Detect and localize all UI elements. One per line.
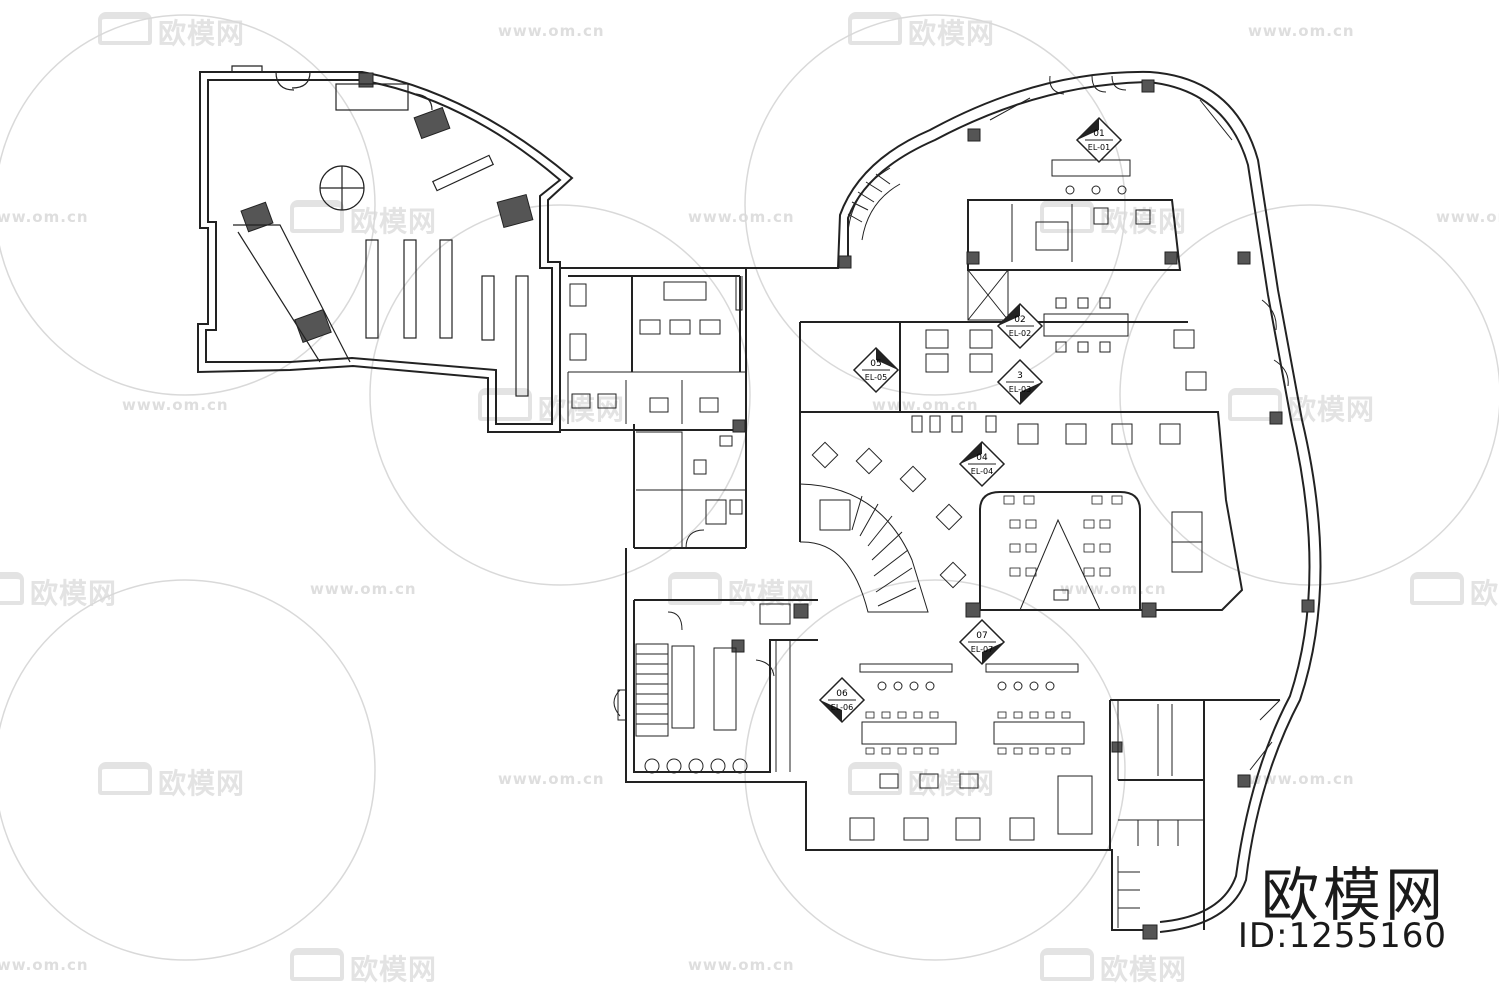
elevation-tag-04-ref: EL-04 [971, 467, 993, 476]
watermark-url: www.om.cn [310, 580, 417, 598]
sofa-logo-icon [290, 948, 344, 981]
watermark-logo: 欧模网 [848, 762, 995, 802]
left-wing-inner-wall [205, 79, 562, 425]
watermark-url: www.om.cn [498, 770, 605, 788]
watermark-arcs [0, 14, 1499, 961]
stair-flight [635, 643, 669, 737]
watermark-url: www.om.cn [122, 396, 229, 414]
elevation-tag-02-number: 02 [1014, 315, 1025, 325]
sofa-logo-icon [1040, 200, 1094, 233]
elevation-tag-05: 05 EL-05 [852, 346, 900, 394]
chairs [865, 495, 1123, 755]
watermark-logo: 欧模网 [290, 200, 437, 240]
elevation-tag-07-ref: EL-07 [971, 645, 993, 654]
elevation-tag-03-number: 3 [1017, 371, 1023, 381]
elevation-tag-07: 07 EL-07 [958, 618, 1006, 666]
elevation-tag-02-ref: EL-02 [1009, 329, 1031, 338]
watermark-url: www.om.cn [1248, 770, 1355, 788]
central-corridor-wall [633, 424, 747, 549]
sofa-logo-icon [848, 12, 902, 45]
left-wing-interior [231, 65, 529, 397]
watermark-logo: 欧模网 [1040, 948, 1187, 988]
watermark-logo: 欧模网 [1410, 572, 1499, 612]
elevation-tag-07-number: 07 [976, 631, 987, 641]
elevation-tag-06-ref: EL-06 [831, 703, 853, 712]
elevation-tag-03-ref: EL-03 [1009, 385, 1031, 394]
display-rack [403, 239, 417, 339]
east-interior [799, 75, 1289, 928]
watermark-logo: 欧模网 [848, 12, 995, 52]
watermark-url: www.om.cn [498, 22, 605, 40]
watermark-logo: 欧模网 [1228, 388, 1375, 428]
display-rack [439, 239, 453, 339]
watermark-url: www.om.cn [1248, 22, 1355, 40]
left-wing-outer-wall [197, 71, 574, 433]
elevation-tag-01-ref: EL-01 [1088, 143, 1110, 152]
sofa-logo-icon [668, 572, 722, 605]
watermark-url: www.om.cn [688, 956, 795, 974]
elevation-tag-03: 3 EL-03 [996, 358, 1044, 406]
watermark-url: www.om.cn [0, 956, 89, 974]
sofa-logo-icon [0, 572, 24, 605]
sofa-logo-icon [1410, 572, 1464, 605]
sofa-logo-icon [98, 12, 152, 45]
display-rack [515, 275, 529, 397]
corner-brand-name: 欧模网 [1260, 861, 1447, 929]
watermark-url: www.om.cn [1436, 208, 1499, 226]
elevation-tag-06-number: 06 [836, 689, 848, 699]
east-building-outer-wall [560, 70, 1322, 933]
core-block-wall [967, 199, 1182, 271]
curved-stair [799, 483, 929, 613]
structural-columns [240, 72, 1315, 940]
kitchen-area [613, 603, 791, 774]
reception-counter [335, 83, 409, 111]
sofa-logo-icon [290, 200, 344, 233]
watermark-url: www.om.cn [0, 208, 89, 226]
display-rack [365, 239, 379, 339]
elevation-tags: 01 EL-01 02 EL-02 3 EL-03 04 EL-04 [818, 116, 1123, 724]
elevation-tag-01-number: 01 [1093, 129, 1104, 139]
sofa-logo-icon [1228, 388, 1282, 421]
lower-west-block-wall [625, 548, 1150, 931]
watermark-url: www.om.cn [688, 208, 795, 226]
spiral-stair [847, 167, 901, 241]
elevation-tag-05-ref: EL-05 [865, 373, 887, 382]
elevation-tag-05-number: 05 [870, 359, 881, 369]
sofa-logo-icon [98, 762, 152, 795]
elevation-tag-01: 01 EL-01 [1075, 116, 1123, 164]
display-rack [481, 275, 495, 341]
watermark-logo: 欧模网 [0, 572, 117, 612]
elevation-tag-06: 06 EL-06 [818, 676, 866, 724]
sofa-logo-icon [848, 762, 902, 795]
elevation-tag-04: 04 EL-04 [958, 440, 1006, 488]
watermark-logo: 欧模网 [98, 762, 245, 802]
corner-brand-id: ID:1255160 [1237, 916, 1447, 956]
elevation-tag-02: 02 EL-02 [996, 302, 1044, 350]
watermark-url: www.om.cn [872, 396, 979, 414]
east-building-inner-wall [847, 80, 1311, 923]
sofa-logo-icon [478, 388, 532, 421]
watermark-logo: 欧模网 [290, 948, 437, 988]
connector-offices [567, 276, 746, 549]
watermark-logo: 欧模网 [98, 12, 245, 52]
elevation-tag-04-number: 04 [976, 453, 988, 463]
sofa-logo-icon [1040, 948, 1094, 981]
